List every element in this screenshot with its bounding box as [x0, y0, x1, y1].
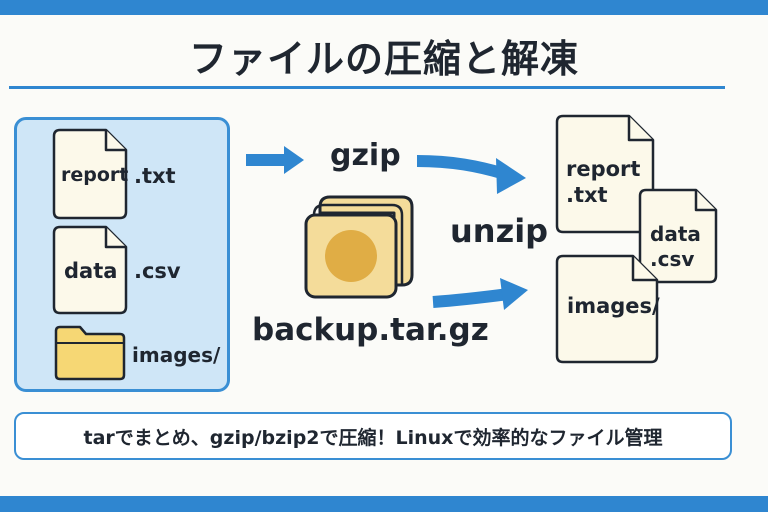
source-folder-label: images/ — [132, 343, 221, 367]
arrow-to-gzip — [246, 146, 304, 174]
source-file-ext: .csv — [134, 259, 181, 283]
page-title: ファイルの圧縮と解凍 — [188, 37, 579, 81]
output-file-label: report .txt — [566, 157, 641, 207]
archive-box-icon — [304, 195, 414, 299]
document-icon — [638, 188, 718, 284]
document-icon — [52, 128, 128, 220]
source-folder-images — [52, 323, 128, 383]
source-file-ext: .txt — [134, 164, 176, 188]
output-file-label: data .csv — [650, 222, 701, 271]
source-file-name: data — [64, 259, 118, 283]
archive-filename: backup.tar.gz — [252, 312, 489, 348]
source-file-report: report — [52, 128, 128, 220]
compress-label: gzip — [330, 138, 401, 173]
caption-box: tarでまとめ、gzip/bzip2で圧縮！Linuxで効率的なファイル管理 — [14, 412, 732, 460]
arrow-to-output-lower — [432, 278, 528, 310]
title-divider — [9, 86, 725, 89]
document-icon — [555, 254, 659, 364]
document-icon — [52, 225, 128, 315]
output-file-label: images/ — [567, 294, 660, 318]
output-file-data: data .csv — [638, 188, 718, 284]
source-file-data: data — [52, 225, 128, 315]
output-folder-images: images/ — [555, 254, 660, 364]
bottom-accent-bar — [0, 496, 768, 512]
top-accent-bar — [0, 0, 768, 15]
source-file-name: report — [61, 164, 129, 186]
folder-icon — [54, 325, 126, 381]
arrow-to-output-upper — [416, 155, 526, 194]
extract-label: unzip — [450, 212, 549, 250]
caption-text: tarでまとめ、gzip/bzip2で圧縮！Linuxで効率的なファイル管理 — [83, 426, 663, 449]
